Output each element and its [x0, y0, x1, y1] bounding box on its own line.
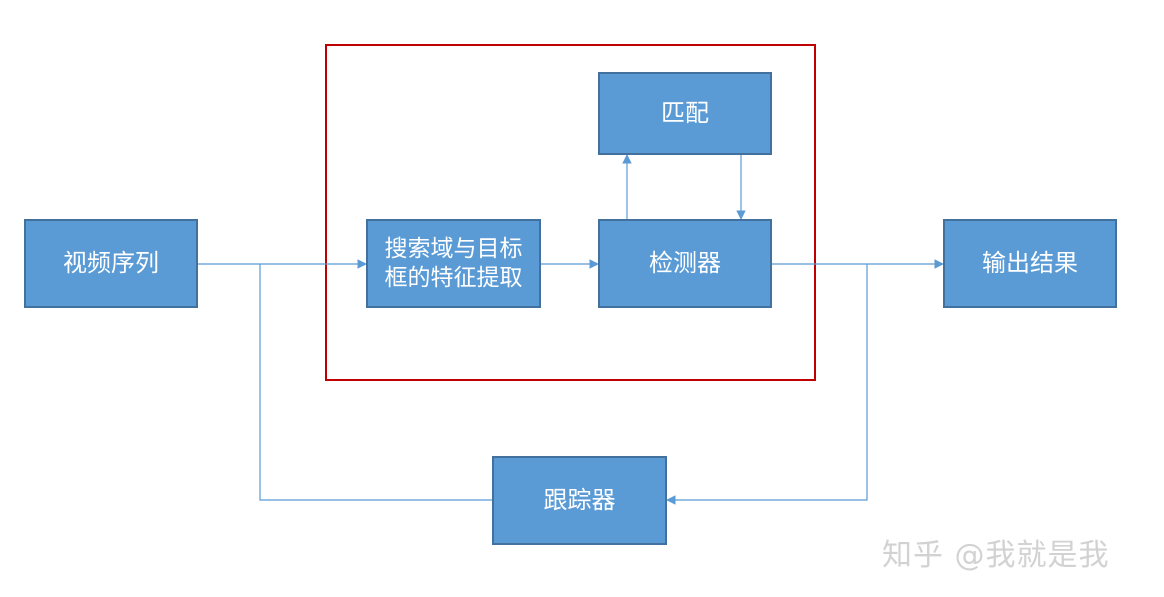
node-output-result: 输出结果: [943, 219, 1117, 308]
node-matching: 匹配: [598, 72, 772, 155]
node-video-sequence-label: 视频序列: [63, 248, 159, 277]
node-feature-extraction-label: 搜索域与目标框的特征提取: [384, 235, 523, 291]
node-detector-label: 检测器: [649, 248, 721, 277]
watermark: 知乎 @我就是我: [882, 538, 1110, 573]
node-tracker-label: 跟踪器: [543, 485, 616, 514]
node-video-sequence: 视频序列: [24, 219, 198, 308]
highlight-region: [325, 44, 816, 381]
node-feature-extraction: 搜索域与目标框的特征提取: [366, 219, 541, 308]
edge-tracker-to-video-branch: [259, 264, 492, 501]
edge-output-to-tracker: [666, 264, 868, 505]
node-output-result-label: 输出结果: [982, 248, 1078, 277]
node-detector: 检测器: [598, 219, 772, 308]
node-matching-label: 匹配: [661, 98, 709, 127]
node-tracker: 跟踪器: [492, 456, 667, 545]
